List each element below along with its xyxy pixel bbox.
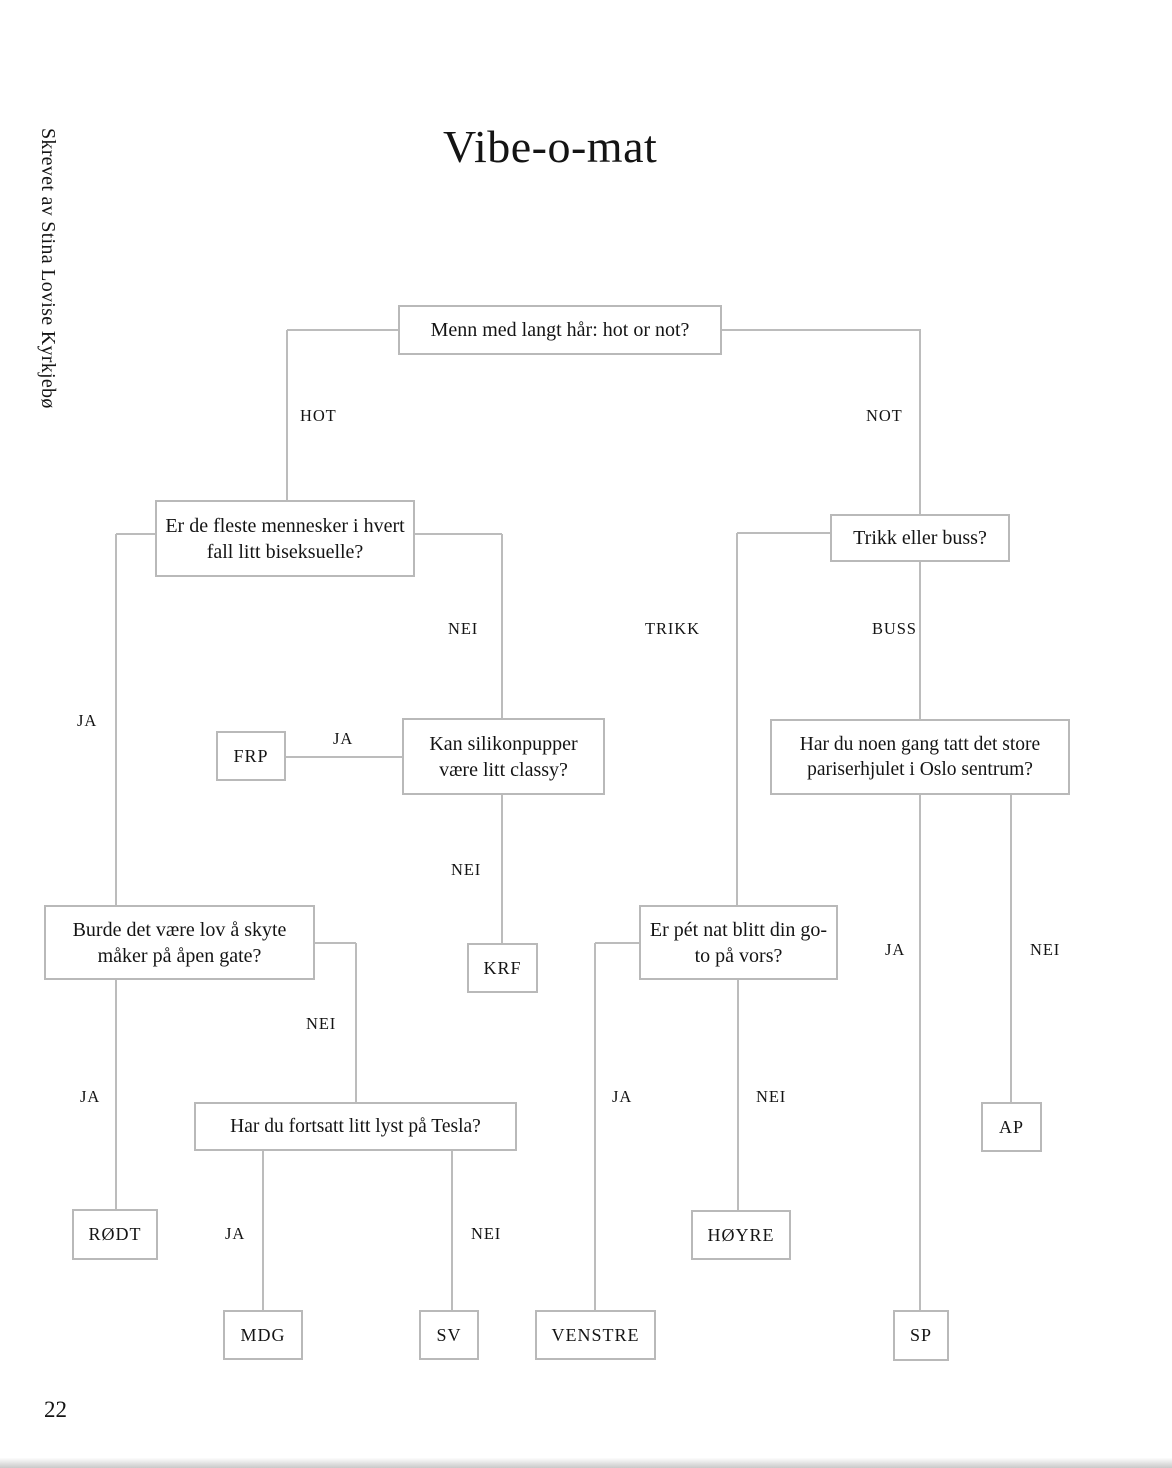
branch-label-q8-ja: JA — [612, 1087, 633, 1106]
byline-vertical: Skrevet av Stina Lovise Kyrkjebø — [37, 128, 59, 409]
result-box-sv: SV — [419, 1310, 479, 1360]
question-box-q6: Har du noen gang tatt det store pariserh… — [770, 719, 1070, 795]
branch-label-q2-nei: NEI — [448, 619, 479, 638]
result-box-frp: FRP — [216, 731, 286, 781]
branch-label-q7-nei: NEI — [471, 1224, 502, 1243]
connector-q2-ja-h — [116, 533, 155, 535]
branch-label-q2-ja: JA — [77, 711, 98, 730]
connector-q1-not-v — [919, 330, 921, 514]
connector-q1-hot-v — [286, 330, 288, 500]
connector-q1-not-h — [722, 329, 921, 331]
question-box-q5: Kan silikonpupper være litt classy? — [402, 718, 605, 795]
result-box-venstre: VENSTRE — [535, 1310, 656, 1360]
connector-q5-nei-v — [501, 795, 503, 943]
connector-q6-ja-v — [919, 795, 921, 1310]
question-box-q2: Er de fleste mennesker i hvert fall litt… — [155, 500, 415, 577]
connector-q8-ja-h — [595, 942, 639, 944]
branch-label-q1-not: NOT — [866, 406, 903, 425]
branch-label-q5-ja: JA — [333, 729, 354, 748]
connector-q3-buss-v — [919, 562, 921, 719]
page-title: Vibe-o-mat — [443, 121, 658, 172]
branch-label-q4-nei: NEI — [306, 1014, 337, 1033]
result-box-sp: SP — [893, 1310, 949, 1361]
connector-q8-ja-v — [594, 943, 596, 1310]
branch-label-q8-nei: NEI — [756, 1087, 787, 1106]
connector-q7-ja-v — [262, 1151, 264, 1310]
result-box-rodt: RØDT — [72, 1209, 158, 1260]
result-box-ap: AP — [981, 1102, 1042, 1152]
question-box-q3: Trikk eller buss? — [830, 514, 1010, 562]
branch-label-q6-ja: JA — [885, 940, 906, 959]
connector-q2-nei-v — [501, 534, 503, 718]
question-box-q1: Menn med langt hår: hot or not? — [398, 305, 722, 355]
branch-label-q1-hot: HOT — [300, 406, 337, 425]
connector-q2-ja-v — [115, 534, 117, 905]
question-box-q7: Har du fortsatt litt lyst på Tesla? — [194, 1102, 517, 1151]
connector-q2-nei-h — [415, 533, 502, 535]
page-number: 22 — [44, 1397, 67, 1422]
result-box-mdg: MDG — [223, 1310, 303, 1360]
branch-label-q6-nei: NEI — [1030, 940, 1061, 959]
connector-q4-nei-v — [355, 943, 357, 1102]
connector-q6-nei-v — [1010, 795, 1012, 1102]
connector-q1-hot-h — [287, 329, 398, 331]
question-box-q8: Er pét nat blitt din go-to på vors? — [639, 905, 838, 980]
connector-q3-trikk-v — [736, 533, 738, 905]
connector-q3-trikk-h — [737, 532, 830, 534]
branch-label-q4-ja: JA — [80, 1087, 101, 1106]
connector-q5-ja-h — [286, 756, 402, 758]
connector-q4-ja-v — [115, 980, 117, 1209]
page-edge-shadow — [0, 1458, 1172, 1468]
result-box-krf: KRF — [467, 943, 538, 993]
branch-label-q5-nei: NEI — [451, 860, 482, 879]
branch-label-q3-trikk: TRIKK — [645, 619, 700, 638]
result-box-hoyre: HØYRE — [691, 1210, 791, 1260]
connector-q4-nei-h — [315, 942, 356, 944]
question-box-q4: Burde det være lov å skyte måker på åpen… — [44, 905, 315, 980]
branch-label-q7-ja: JA — [225, 1224, 246, 1243]
connector-q8-nei-v — [737, 980, 739, 1210]
branch-label-q3-buss: BUSS — [872, 619, 917, 638]
connector-q7-nei-v — [451, 1151, 453, 1310]
